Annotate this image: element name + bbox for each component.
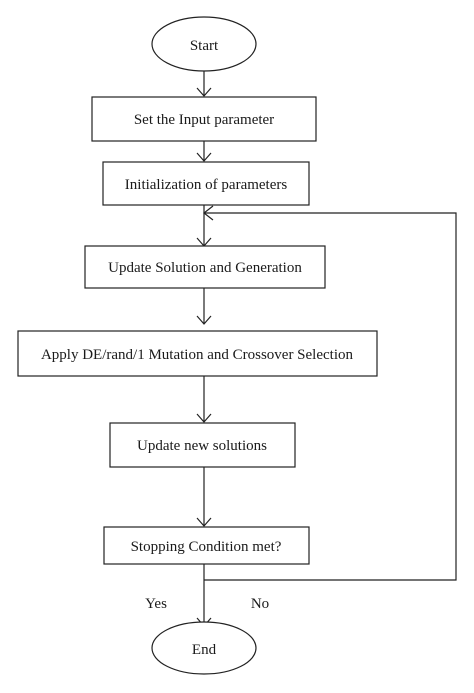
- stopping-condition-box: Stopping Condition met?: [103, 526, 310, 565]
- update-new-solutions-box: Update new solutions: [109, 422, 296, 468]
- initialization-label: Initialization of parameters: [125, 177, 288, 193]
- update-new-solutions-label: Update new solutions: [137, 438, 267, 454]
- arrow-init-to-update: [196, 205, 212, 247]
- arrow-input-to-init: [196, 141, 212, 162]
- initialization-box: Initialization of parameters: [102, 161, 310, 206]
- start-label: Start: [190, 38, 219, 54]
- stopping-condition-label: Stopping Condition met?: [131, 539, 282, 555]
- arrow-yes-to-end: [196, 564, 212, 627]
- yes-label: Yes: [145, 596, 167, 612]
- arrow-start-to-input: [196, 71, 212, 97]
- update-solution-box: Update Solution and Generation: [84, 245, 326, 289]
- no-label: No: [251, 596, 269, 612]
- input-parameter-label: Set the Input parameter: [134, 112, 274, 128]
- input-parameter-box: Set the Input parameter: [91, 96, 317, 142]
- loop-no-connector: [203, 205, 457, 581]
- apply-mutation-box: Apply DE/rand/1 Mutation and Crossover S…: [17, 330, 378, 377]
- end-label: End: [192, 642, 217, 658]
- update-solution-label: Update Solution and Generation: [108, 260, 302, 276]
- end-node: End: [151, 621, 257, 675]
- start-node: Start: [151, 16, 257, 72]
- arrow-apply-to-new: [196, 376, 212, 423]
- apply-mutation-label: Apply DE/rand/1 Mutation and Crossover S…: [41, 347, 354, 363]
- arrow-update-to-apply: [196, 288, 212, 325]
- arrow-new-to-decision: [196, 467, 212, 527]
